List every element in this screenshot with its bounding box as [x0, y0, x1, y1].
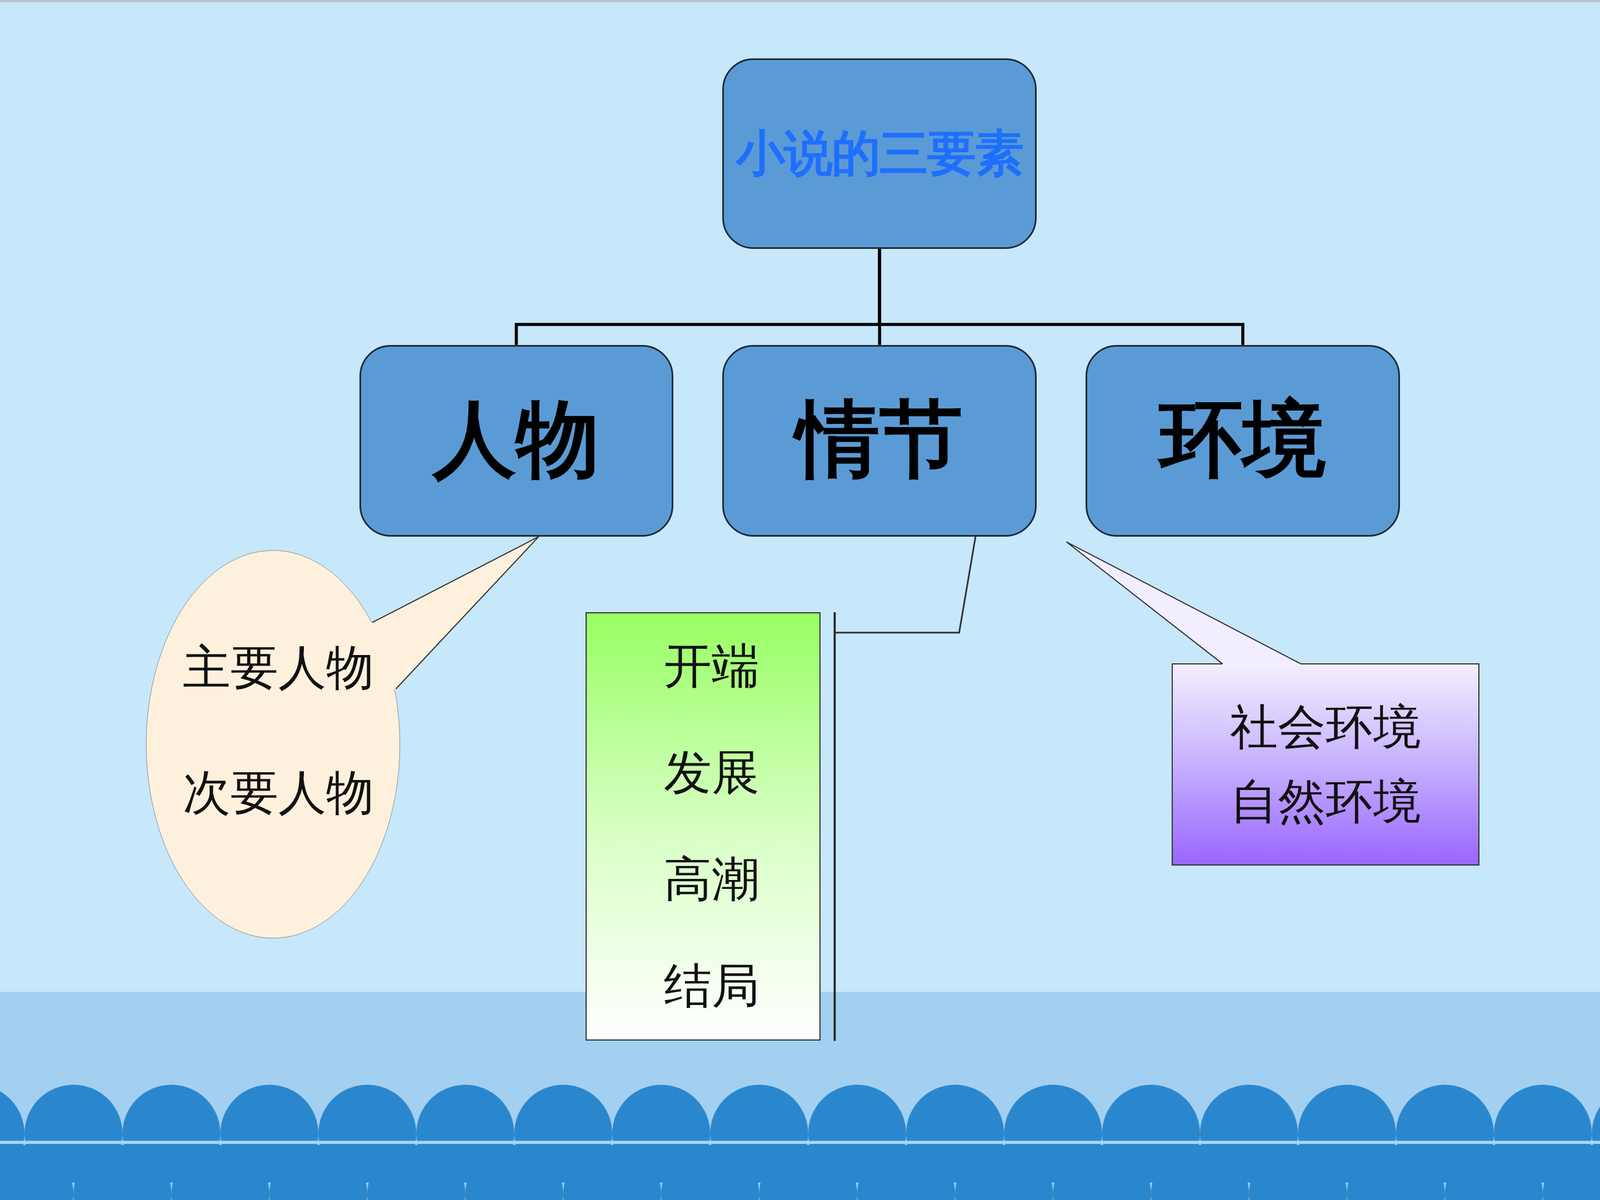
callout-tail: [1066, 541, 1301, 667]
connector: [834, 536, 976, 633]
wave-row: [0, 1143, 1600, 1200]
ellipse-outline: [145, 548, 402, 940]
connector-line: [372, 536, 539, 689]
stage-box: 开端发展高潮结局: [585, 612, 820, 1041]
node-text: 开端: [663, 633, 760, 699]
node-text: 情节: [796, 384, 963, 497]
connector: [879, 248, 1243, 345]
node-text: 结局: [663, 953, 760, 1019]
callout-tail: [367, 536, 539, 690]
connector: [367, 536, 539, 690]
node-text: 主要人物: [182, 635, 374, 701]
node-text: 人物: [432, 384, 600, 497]
connector-line: [879, 248, 1243, 345]
element-box: 环境: [1085, 345, 1400, 537]
node-text: 自然环境: [1230, 764, 1422, 839]
wave-row: [0, 1081, 1600, 1200]
ellipse-callout: 主要人物次要人物: [145, 548, 402, 940]
connector: [879, 248, 880, 345]
node-text: 次要人物: [182, 760, 374, 826]
setting-callout: 社会环境自然环境: [1171, 663, 1480, 866]
connector-line: [1066, 541, 1301, 664]
connector-line: [834, 536, 976, 633]
connector-line: [878, 248, 882, 345]
top-rule: [0, 0, 1600, 3]
title-box: 小说的三要素: [722, 58, 1037, 249]
bracket-line: [833, 612, 837, 1041]
connector-line: [516, 248, 880, 345]
node-text: 高潮: [663, 847, 760, 913]
connector: [1066, 541, 1301, 667]
ellipse-shape: [146, 550, 400, 939]
node-text: 社会环境: [1230, 690, 1422, 764]
element-box: 情节: [722, 345, 1037, 537]
node-text: 发展: [663, 740, 760, 806]
element-box: 人物: [359, 345, 674, 537]
node-text: 小说的三要素: [736, 120, 1023, 187]
wave-gap: [0, 1140, 1600, 1144]
node-text: 环境: [1159, 384, 1327, 497]
connector: [516, 248, 880, 345]
